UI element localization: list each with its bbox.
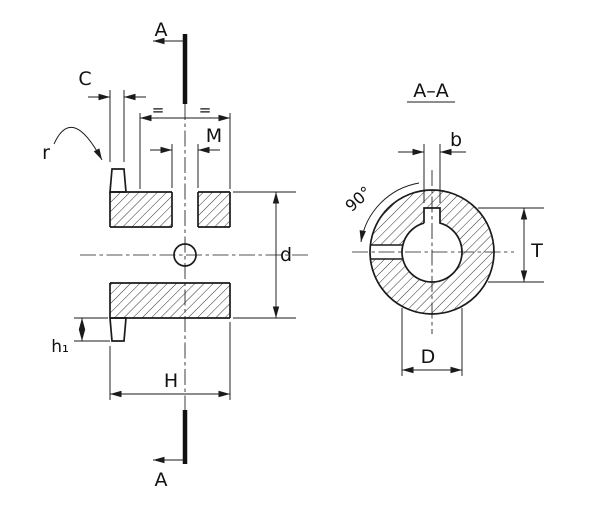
dim-h-label: H [164,370,178,392]
bore-with-keyway [401,207,463,283]
leader-r [53,126,103,161]
dim-r-label: r [42,142,50,164]
dim-dbore-label: D [421,346,436,368]
left-view: A A C r = = M d H h₁ [42,19,308,491]
dim-h1-extensions [74,317,110,342]
hatch-ring [369,189,495,315]
tooth-top [109,168,127,193]
tooth-bottom [109,317,127,342]
dim-h1-label: h₁ [51,337,69,357]
dim-t-label: T [530,240,543,262]
dim-equal-right-label: = [199,101,212,119]
dim-b-label: b [450,129,462,151]
section-label-top: A [155,19,168,41]
hatch-top-right [198,192,230,227]
dim-c-label: C [78,68,91,90]
dim-t-extensions [478,207,544,283]
dim-c-extensions [109,90,125,162]
dim-dbore-extensions [401,308,463,376]
angle-label: 90° [341,182,375,215]
section-view: A–A b 90° T D [341,80,544,376]
dim-d-extensions [233,191,296,319]
hatch-bottom [110,283,230,318]
dim-equal-left-label: = [152,101,165,119]
dim-equal-extensions [139,113,231,189]
dim-d-label: d [280,244,292,266]
dim-m-label: M [206,125,222,147]
angle-arc [359,182,420,243]
section-view-title: A–A [413,80,449,102]
part-outline [109,191,231,319]
section-label-bottom: A [155,469,168,491]
setscrew-hole-section [370,244,402,260]
hatch-top-left [110,192,172,227]
